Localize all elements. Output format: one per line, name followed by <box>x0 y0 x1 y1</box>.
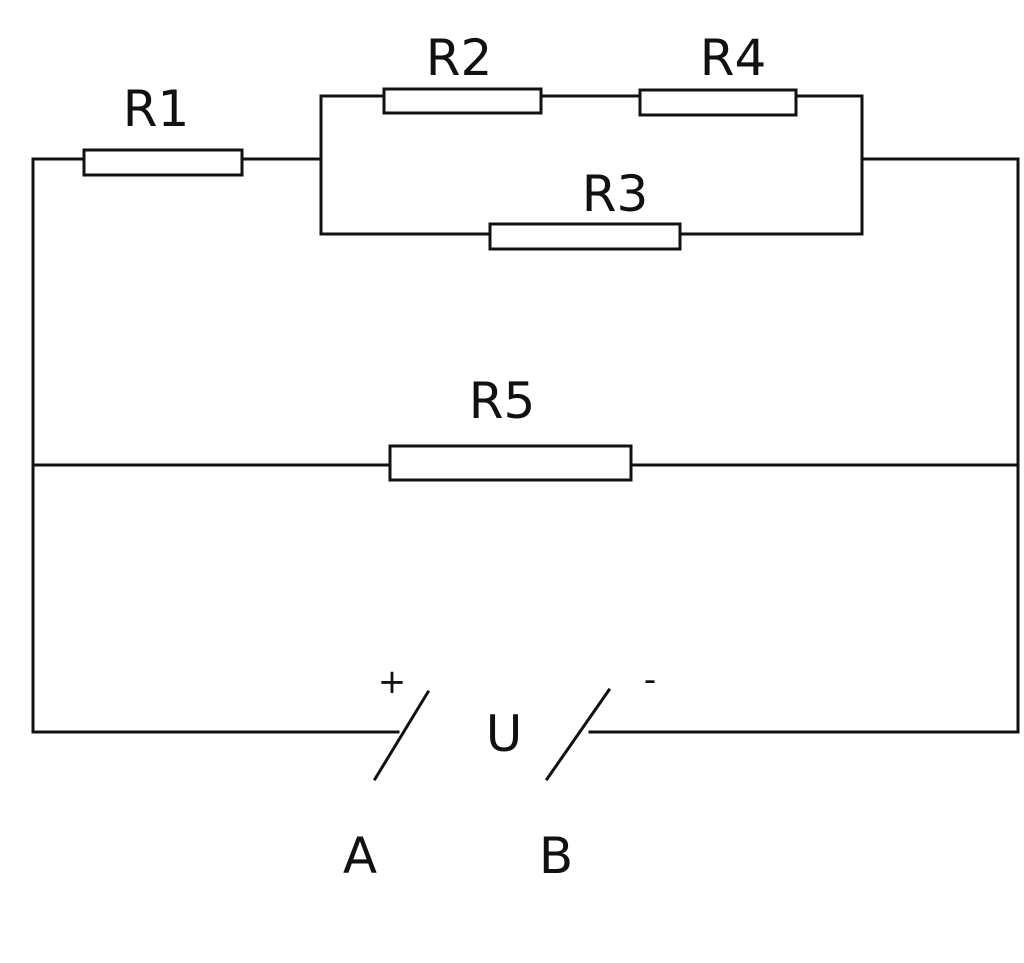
resistor-r4-body <box>638 88 798 117</box>
resistor-r1-body <box>82 148 244 177</box>
wires <box>31 94 1020 734</box>
resistor-r1-label: R1 <box>123 80 190 138</box>
resistor-r2: R2 <box>382 29 543 115</box>
voltage-label: U <box>486 705 523 763</box>
resistor-r5-body <box>388 444 633 482</box>
terminal-a-label: A <box>343 827 377 885</box>
terminal-b-stroke <box>544 687 612 782</box>
positive-sign: + <box>378 662 407 702</box>
resistor-r3-label: R3 <box>582 165 649 223</box>
resistor-r3: R3 <box>488 165 682 251</box>
resistor-r3-body <box>488 222 682 251</box>
resistor-r2-body <box>382 87 543 115</box>
negative-sign: - <box>644 660 656 700</box>
resistor-r5-label: R5 <box>469 372 536 430</box>
resistor-r4-label: R4 <box>700 29 767 87</box>
resistor-r5: R5 <box>388 372 633 482</box>
resistor-r1: R1 <box>82 80 244 177</box>
terminal-b-label: B <box>539 827 573 885</box>
resistor-r2-label: R2 <box>426 29 493 87</box>
resistor-r4: R4 <box>638 29 798 117</box>
terminal-a-stroke <box>372 689 431 782</box>
voltage-source: + - U A B <box>343 660 656 885</box>
